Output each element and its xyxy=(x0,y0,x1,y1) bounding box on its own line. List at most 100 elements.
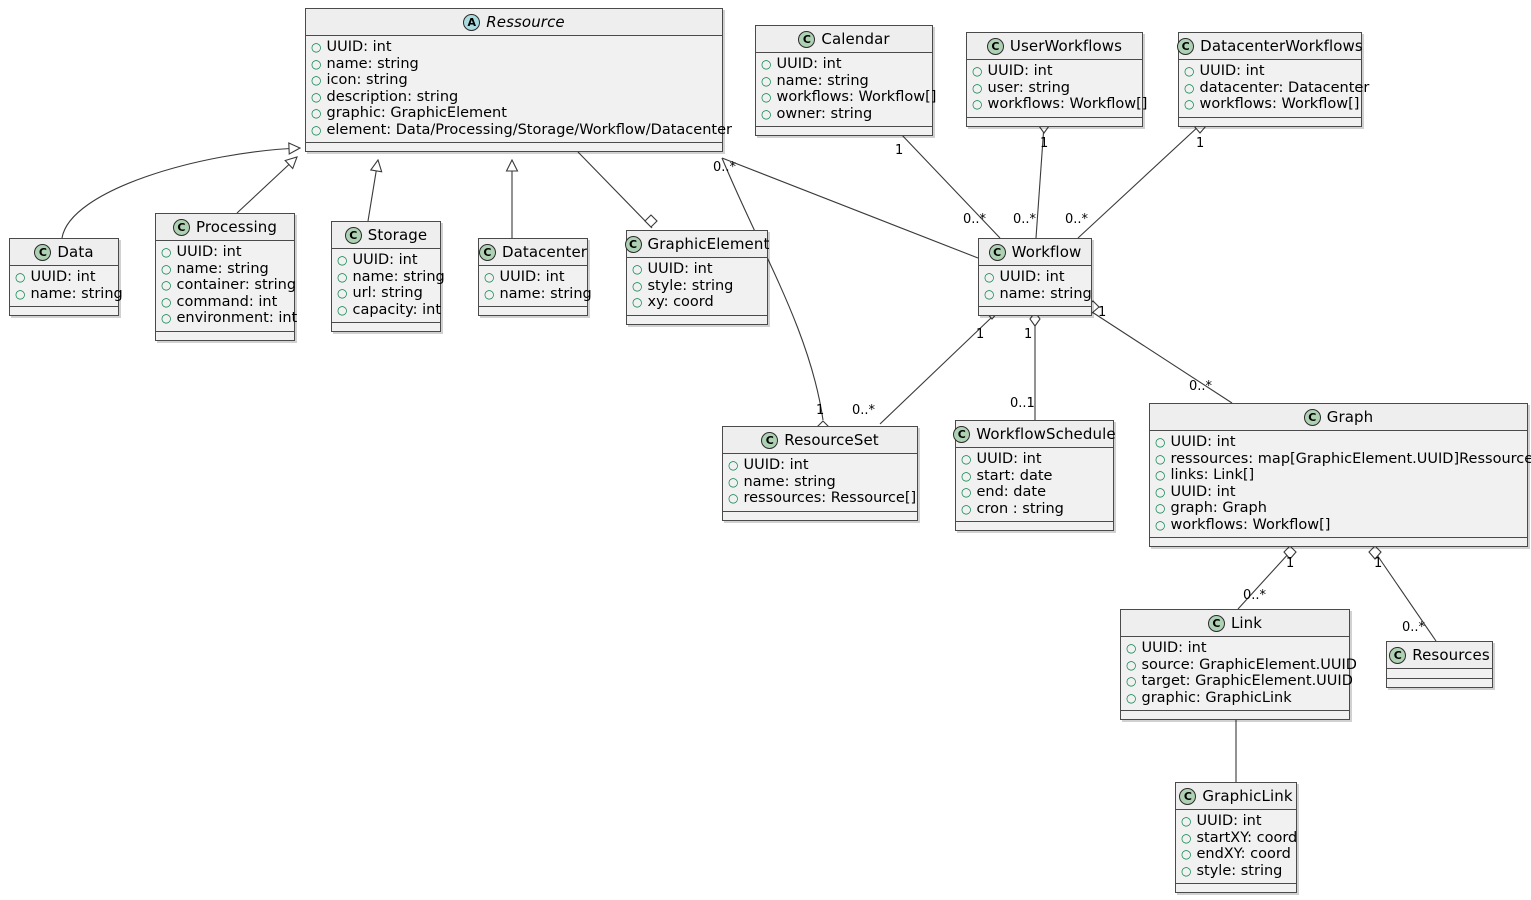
attribute-row: ○ UUID: int xyxy=(15,269,112,286)
attribute-row: ○ressources: map[GraphicElement.UUID]Res… xyxy=(1155,451,1531,468)
attribute-text: container: string xyxy=(176,277,297,293)
methods-compartment-link xyxy=(1121,710,1349,719)
attribute-text: description: string xyxy=(326,88,459,105)
attribute-text: UUID: int xyxy=(1196,813,1262,829)
attribute-row: ○name: string xyxy=(984,286,1092,303)
class-name-link: Link xyxy=(1230,614,1263,632)
attribute-text: workflows: Workflow[] xyxy=(987,96,1148,112)
class-name-processing: Processing xyxy=(195,218,278,236)
attribute-text: icon: string xyxy=(326,72,408,88)
visibility-public-icon: ○ xyxy=(961,468,972,483)
attribute-text: name: string xyxy=(326,55,419,72)
attributes-compartment-graph: ○UUID: int○ressources: map[GraphicElemen… xyxy=(1150,431,1531,537)
attribute-text: target: GraphicElement.UUID xyxy=(1141,673,1353,689)
methods-compartment-storage xyxy=(332,322,440,331)
class-stereotype-icon: C xyxy=(1179,787,1197,805)
attribute-row: ○graph: Graph xyxy=(1155,500,1521,517)
visibility-public-icon: ○ xyxy=(161,278,172,292)
attributes-compartment-resourceset: ○UUID: int○name: string○ressources: Ress… xyxy=(723,454,917,511)
attribute-row: ○source: GraphicElement.UUID xyxy=(1126,657,1357,674)
attribute-row: ○style: string xyxy=(632,278,761,295)
class-header-processing: C Processing xyxy=(156,214,294,241)
attribute-text: workflows: Workflow[] xyxy=(1170,516,1331,533)
visibility-public-icon: ○ xyxy=(728,458,739,472)
visibility-public-icon: ○ xyxy=(337,302,348,317)
attribute-text: UUID: int xyxy=(499,269,565,285)
attribute-row: ○datacenter: Datacenter xyxy=(1184,80,1369,97)
attribute-row: ○end: date xyxy=(961,484,1107,501)
visibility-public-icon: ○ xyxy=(311,106,322,120)
class-name-graphiclink: GraphicLink xyxy=(1202,787,1293,805)
visibility-public-icon: ○ xyxy=(337,269,348,284)
visibility-public-icon: ○ xyxy=(728,491,739,505)
attribute-text: graphic: GraphicElement xyxy=(326,105,507,121)
visibility-public-icon: ○ xyxy=(484,270,495,284)
attribute-text: capacity: int xyxy=(352,301,442,318)
attribute-text: graphic: GraphicLink xyxy=(1141,689,1292,706)
visibility-public-icon: ○ xyxy=(161,261,172,276)
visibility-public-icon: ○ xyxy=(632,262,643,276)
multiplicity-label: 1 xyxy=(1196,136,1205,151)
attribute-text: UUID: int xyxy=(30,269,96,285)
visibility-public-icon: ○ xyxy=(1181,847,1192,861)
attribute-text: graph: Graph xyxy=(1170,500,1267,516)
visibility-public-icon: ○ xyxy=(1155,468,1166,482)
class-stereotype-icon: C xyxy=(761,431,779,449)
attribute-row: ○UUID: int xyxy=(984,269,1085,286)
attribute-text: UUID: int xyxy=(987,63,1053,79)
attribute-row: ○name: string xyxy=(161,261,288,278)
visibility-public-icon: ○ xyxy=(1126,690,1137,705)
visibility-public-icon: ○ xyxy=(15,270,26,284)
attribute-row: ○UUID: int xyxy=(972,63,1136,80)
visibility-public-icon: ○ xyxy=(984,286,995,301)
class-stereotype-icon: C xyxy=(172,218,190,236)
visibility-public-icon: ○ xyxy=(15,286,26,301)
multiplicity-label: 0..* xyxy=(1189,379,1213,394)
class-name-graph: Graph xyxy=(1326,408,1374,426)
visibility-public-icon: ○ xyxy=(311,40,322,54)
visibility-public-icon: ○ xyxy=(1184,80,1195,95)
multiplicity-label: 1 xyxy=(976,327,985,342)
attribute-row: ○user: string xyxy=(972,80,1136,97)
visibility-public-icon: ○ xyxy=(972,97,983,111)
methods-compartment-processing xyxy=(156,330,294,340)
attribute-row: ○UUID: int xyxy=(1181,813,1290,830)
abstract-stereotype-icon: A xyxy=(463,13,481,31)
attribute-text: UUID: int xyxy=(1170,483,1236,500)
visibility-public-icon: ○ xyxy=(337,253,348,267)
visibility-public-icon: ○ xyxy=(484,286,495,301)
attribute-row: ○UUID: int xyxy=(1155,484,1521,501)
visibility-public-icon: ○ xyxy=(761,57,772,71)
attribute-text: user: string xyxy=(987,79,1070,96)
attributes-compartment-datacenter: ○UUID: int○name: string xyxy=(479,266,592,306)
visibility-public-icon: ○ xyxy=(1126,657,1137,672)
attribute-text: startXY: coord xyxy=(1196,829,1298,846)
class-stereotype-icon: C xyxy=(798,30,816,48)
attribute-row: ○UUID: int xyxy=(961,451,1107,468)
methods-compartment-resources xyxy=(1387,678,1492,687)
visibility-public-icon: ○ xyxy=(1155,517,1166,532)
class-stereotype-icon: C xyxy=(344,226,362,244)
visibility-public-icon: ○ xyxy=(311,122,322,137)
class-name-storage: Storage xyxy=(367,226,428,244)
class-stereotype-icon: C xyxy=(1389,646,1407,664)
